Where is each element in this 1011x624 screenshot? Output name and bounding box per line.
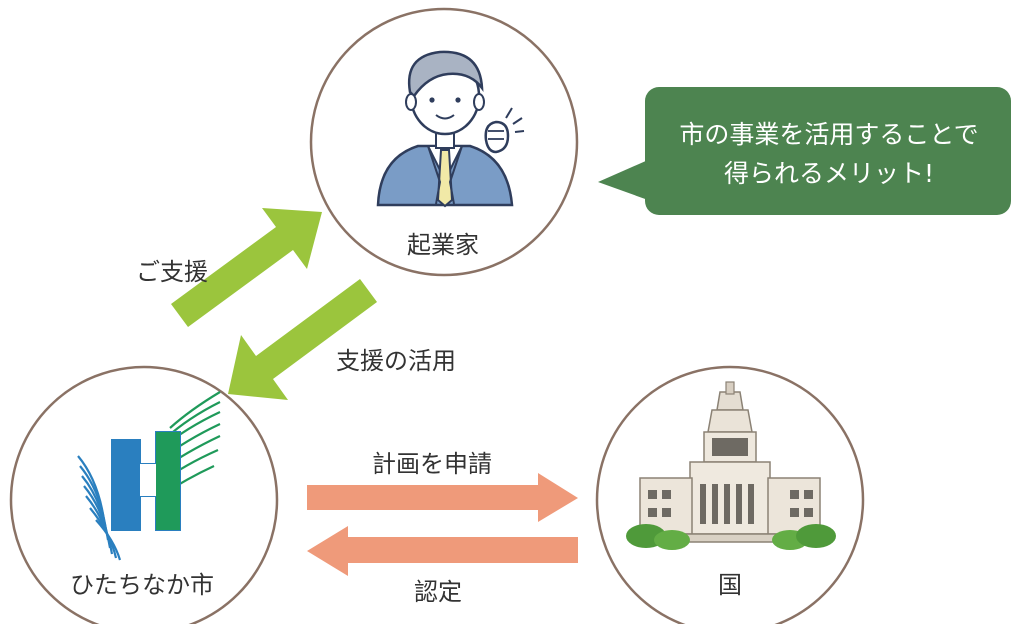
city-label: ひたちなか市: [70, 571, 214, 599]
callout-text: 市の事業を活用することで 得られるメリット!: [648, 115, 1010, 193]
callout-line-2: 得られるメリット!: [723, 159, 935, 188]
diet-building-icon: [626, 381, 836, 550]
apply-plan-label: 計画を申請: [372, 450, 492, 478]
businessman-icon: [376, 50, 525, 208]
support-label: ご支援: [136, 258, 208, 286]
certify-label: 認定: [414, 578, 462, 606]
support-arrow: [171, 208, 322, 327]
use-support-arrow: [228, 279, 377, 400]
use-support-label: 支援の活用: [336, 347, 456, 375]
nation-label: 国: [718, 571, 742, 599]
callout-bubble: [598, 87, 1011, 215]
hitachinaka-logo-icon: [77, 391, 221, 561]
callout-line-1: 市の事業を活用することで: [679, 120, 979, 149]
apply-plan-arrow: [307, 473, 578, 522]
certify-arrow: [307, 526, 578, 576]
entrepreneur-label: 起業家: [407, 231, 479, 259]
